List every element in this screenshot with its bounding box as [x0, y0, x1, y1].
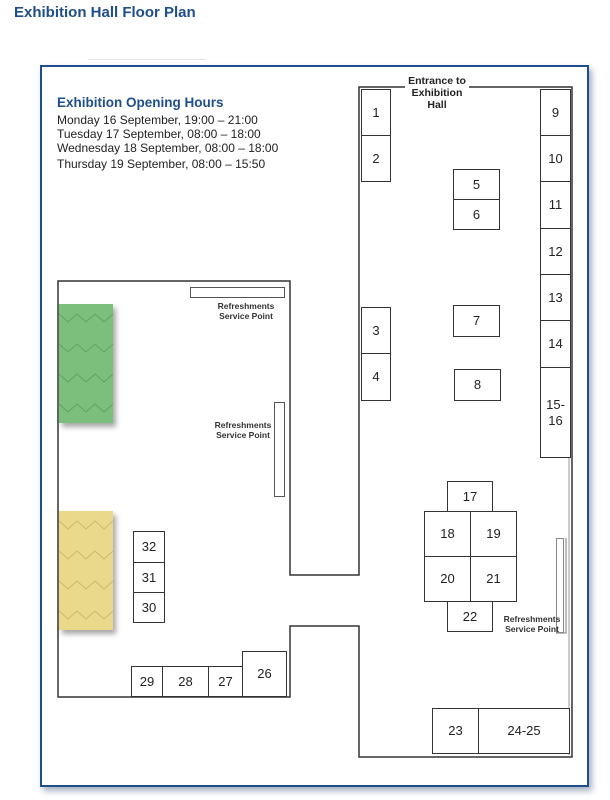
green-zone — [59, 304, 113, 423]
zigzag-pattern — [59, 520, 113, 620]
booth-30[interactable]: 30 — [133, 592, 165, 623]
booth-32[interactable]: 32 — [133, 531, 165, 563]
booth-20[interactable]: 20 — [424, 556, 471, 602]
booth-12[interactable]: 12 — [540, 228, 571, 275]
refreshments-bracket — [556, 538, 567, 634]
refreshments-counter — [274, 402, 285, 497]
booth-31[interactable]: 31 — [133, 562, 165, 593]
booth-3[interactable]: 3 — [361, 307, 391, 354]
booth-29[interactable]: 29 — [131, 666, 163, 697]
yellow-zone — [59, 511, 113, 630]
refreshments-counter — [190, 287, 285, 298]
booth-6[interactable]: 6 — [453, 199, 500, 230]
booth-26[interactable]: 26 — [242, 651, 287, 697]
booth-14[interactable]: 14 — [540, 320, 571, 368]
booth-5[interactable]: 5 — [453, 169, 500, 200]
booth-9[interactable]: 9 — [540, 89, 571, 136]
entrance-label: Entrance to Exhibition Hall — [405, 75, 469, 111]
booth-24-25[interactable]: 24-25 — [478, 708, 570, 754]
label-line: Refreshments — [214, 420, 272, 430]
booth-7[interactable]: 7 — [453, 305, 500, 337]
booth-22[interactable]: 22 — [447, 601, 493, 632]
label-line: Service Point — [216, 430, 270, 440]
booth-4[interactable]: 4 — [361, 353, 391, 401]
divider — [88, 59, 206, 60]
booth-23[interactable]: 23 — [432, 708, 479, 754]
booth-21[interactable]: 21 — [470, 556, 517, 602]
booth-11[interactable]: 11 — [540, 181, 571, 229]
label-line: Service Point — [219, 311, 273, 321]
booth-10[interactable]: 10 — [540, 135, 571, 182]
refreshments-counter — [556, 538, 564, 633]
hall-wall — [57, 86, 573, 758]
booth-18[interactable]: 18 — [424, 511, 471, 557]
booth-1[interactable]: 1 — [361, 89, 391, 136]
booth-15-16[interactable]: 15-16 — [540, 367, 571, 458]
booth-19[interactable]: 19 — [470, 511, 517, 557]
opening-hours-line: Monday 16 September, 19:00 – 21:00 — [57, 113, 258, 127]
opening-hours-line: Tuesday 17 September, 08:00 – 18:00 — [57, 127, 261, 141]
booth-27[interactable]: 27 — [208, 666, 243, 697]
label-line: Refreshments — [503, 614, 561, 624]
booth-13[interactable]: 13 — [540, 274, 571, 321]
opening-hours-line: Wednesday 18 September, 08:00 – 18:00 — [57, 141, 279, 155]
label-line: Refreshments — [217, 301, 275, 311]
booth-28[interactable]: 28 — [162, 666, 209, 697]
page-title: Exhibition Hall Floor Plan — [14, 4, 196, 21]
booth-17[interactable]: 17 — [447, 481, 493, 512]
opening-hours-line: Thursday 19 September, 08:00 – 15:50 — [57, 157, 266, 171]
label-line: Service Point — [505, 624, 559, 634]
booth-2[interactable]: 2 — [361, 135, 391, 182]
zigzag-pattern — [59, 313, 113, 413]
booth-8[interactable]: 8 — [454, 369, 501, 401]
opening-hours-title: Exhibition Opening Hours — [57, 95, 224, 110]
